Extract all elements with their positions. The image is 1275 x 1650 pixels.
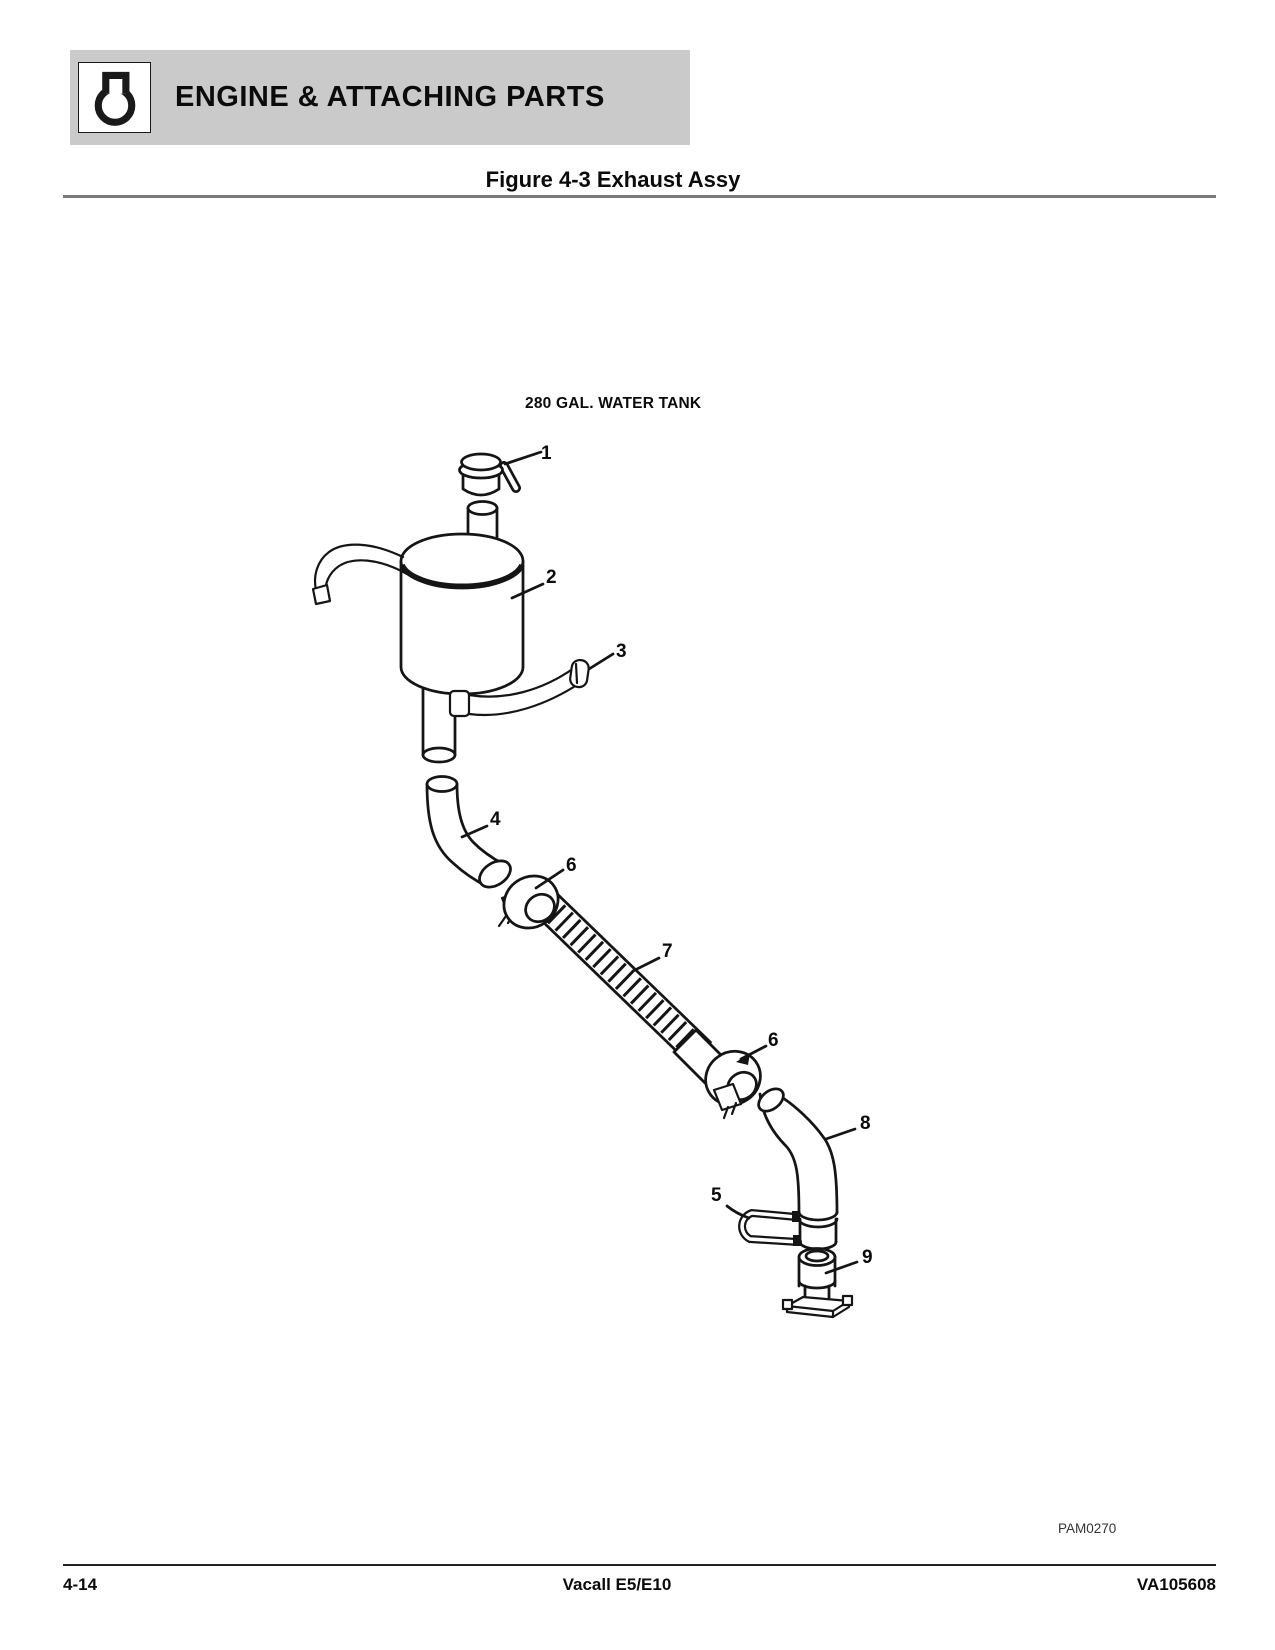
rain-cap [458, 452, 521, 497]
callout-9: 9 [862, 1247, 873, 1268]
inlet-pipe [466, 500, 499, 544]
flex-tube [533, 890, 729, 1085]
u-bolt-clamp [738, 1208, 802, 1246]
callout-4: 4 [490, 809, 501, 830]
callout-2: 2 [546, 567, 557, 588]
engine-icon [78, 62, 151, 133]
top-rule [63, 195, 1216, 198]
elbow-pipe-upper [425, 775, 512, 889]
callout-labels: 1 2 3 4 6 7 6 8 5 9 [490, 443, 873, 1268]
callout-1: 1 [541, 443, 552, 464]
muffler [399, 532, 525, 696]
callout-6b: 6 [768, 1030, 779, 1051]
callout-8: 8 [860, 1113, 871, 1134]
footer-rule [63, 1564, 1216, 1566]
section-title: ENGINE & ATTACHING PARTS [175, 81, 605, 113]
page-footer: 4-14 Vacall E5/E10 VA105608 [63, 1575, 1216, 1595]
callout-5: 5 [711, 1185, 722, 1206]
footer-doc-code: VA105608 [1136, 1575, 1216, 1594]
diagram-caption: 280 GAL. WATER TANK [525, 395, 702, 412]
clamp-upper [497, 874, 560, 930]
elbow-pipe-lower [757, 1087, 839, 1251]
muffler-strap-right [448, 658, 590, 718]
section-banner: ENGINE & ATTACHING PARTS [70, 50, 690, 145]
footer-model: Vacall E5/E10 [562, 1575, 672, 1594]
callout-7: 7 [662, 941, 673, 962]
callout-3: 3 [616, 641, 627, 662]
muffler-strap-left [311, 543, 409, 606]
callout-6a: 6 [566, 855, 577, 876]
flange-connector [781, 1247, 854, 1319]
leader-lines [460, 450, 859, 1275]
figure-title: Figure 4-3 Exhaust Assy [485, 167, 741, 192]
clamp-lower [704, 1049, 762, 1120]
footer-page-number: 4-14 [63, 1575, 98, 1594]
exhaust-assembly-diagram: 1 2 3 4 6 7 6 8 5 9 [311, 443, 873, 1319]
image-code: PAM0270 [1058, 1521, 1117, 1536]
engine-icon-glyph [94, 71, 135, 126]
